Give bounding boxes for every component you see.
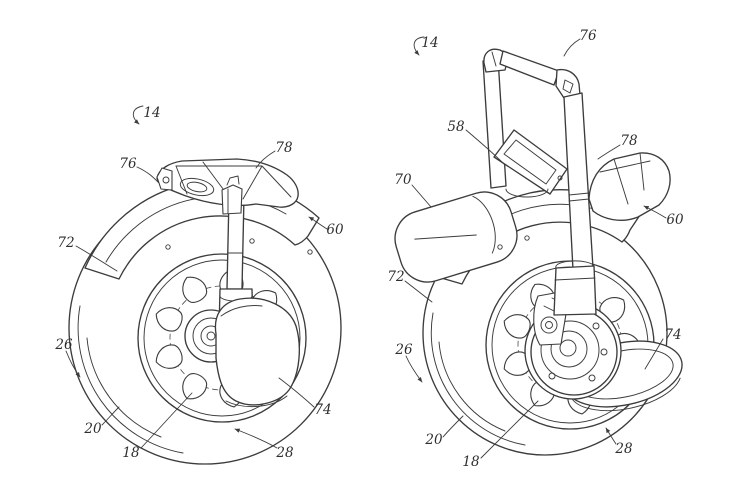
ref-label-14: 14 xyxy=(421,35,438,51)
ref-label-18: 18 xyxy=(462,454,480,470)
tire-tread-lines xyxy=(430,312,526,446)
ref-label-18: 18 xyxy=(122,445,140,461)
ref-label-20: 20 xyxy=(83,421,102,437)
storage-bag xyxy=(394,191,518,283)
leader-lines-deployed xyxy=(404,36,667,459)
column-clamp xyxy=(221,175,243,215)
ref-label-74: 74 xyxy=(314,402,331,418)
display-mount xyxy=(505,188,549,198)
ref-label-72: 72 xyxy=(57,235,74,251)
tire-tread-lines xyxy=(77,305,184,454)
ref-label-20: 20 xyxy=(424,432,443,448)
display-screen xyxy=(493,129,568,195)
handle-grip xyxy=(179,177,215,197)
ref-label-76: 76 xyxy=(119,156,137,172)
ref-label-26: 26 xyxy=(54,337,73,353)
ref-label-14: 14 xyxy=(143,105,160,121)
foot-peg-folded xyxy=(214,297,300,408)
ref-label-70: 70 xyxy=(394,172,412,188)
leader-lines-stowed xyxy=(65,105,328,449)
figure-stowed: 14 76 78 60 72 26 20 18 28 74 xyxy=(54,105,344,465)
ref-label-26: 26 xyxy=(394,342,413,358)
ref-label-28: 28 xyxy=(614,441,633,457)
ref-label-28: 28 xyxy=(275,445,294,461)
ref-label-58: 58 xyxy=(447,119,465,135)
reference-numerals-deployed: 14 76 58 78 70 60 72 26 20 18 28 74 xyxy=(387,28,684,470)
steering-column xyxy=(553,92,597,316)
fender-rivets xyxy=(165,238,313,255)
handle-clamp xyxy=(156,167,173,191)
fender-rivets xyxy=(497,235,530,250)
handlebar-crossbar xyxy=(499,50,560,86)
ref-label-60: 60 xyxy=(326,222,344,238)
seat-assembly xyxy=(588,152,671,221)
display-console xyxy=(493,129,568,198)
handlebar-left-post xyxy=(482,57,507,189)
hub-assembly xyxy=(524,291,622,400)
ref-label-78: 78 xyxy=(275,140,293,156)
ref-label-76: 76 xyxy=(579,28,597,44)
seat-handlebar-assembly xyxy=(156,158,299,215)
ref-label-78: 78 xyxy=(620,133,638,149)
ref-label-72: 72 xyxy=(387,269,404,285)
ref-label-74: 74 xyxy=(664,327,681,343)
ref-label-60: 60 xyxy=(666,212,684,228)
reference-numerals-stowed: 14 76 78 60 72 26 20 18 28 74 xyxy=(54,105,344,461)
figure-deployed: 14 76 58 78 70 60 72 26 20 18 28 74 xyxy=(387,28,684,470)
